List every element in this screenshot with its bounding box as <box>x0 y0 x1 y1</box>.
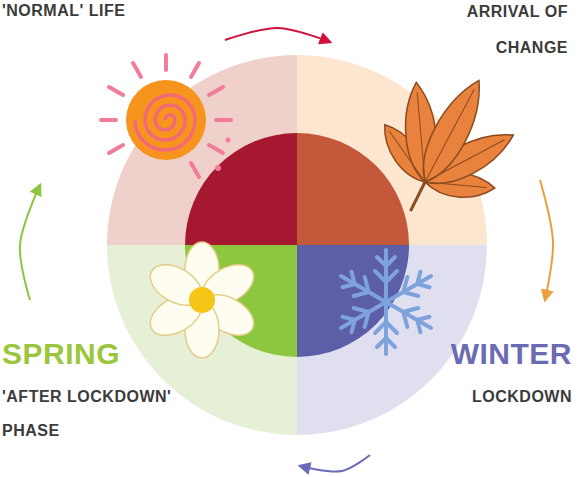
sun-icon <box>215 165 221 171</box>
leaf-icon <box>389 89 504 187</box>
summer-label: 'NORMAL' LIFE <box>0 0 225 185</box>
sun-icon <box>101 118 116 122</box>
outer-ring <box>107 55 487 435</box>
node-caption: 'AFTER LOCKDOWN' PHASE <box>2 380 212 448</box>
node-heading: WINTER <box>372 336 572 372</box>
sun-icon <box>101 55 231 177</box>
leaf-icon <box>425 182 487 187</box>
sun-icon <box>101 55 231 177</box>
inner-quadrants <box>297 245 409 357</box>
cycle-arrow <box>540 180 553 300</box>
node-heading: ARRIVAL OF CHANGE <box>418 0 568 66</box>
leaf-icon <box>411 182 425 210</box>
snowflake-icon <box>335 250 436 354</box>
leaf-icon <box>425 140 504 182</box>
sun-icon <box>209 87 223 95</box>
sun-icon <box>135 95 195 150</box>
node-heading: 'NORMAL' LIFE <box>2 0 202 28</box>
leaf-icon <box>375 73 520 210</box>
spring-label: SPRING 'AFTER LOCKDOWN' PHASE <box>0 300 300 470</box>
leaf-icon <box>425 89 474 182</box>
snowflake-icon <box>375 250 397 302</box>
leaf-icon <box>410 73 493 190</box>
sun-icon <box>126 80 206 160</box>
sun-icon <box>191 163 199 177</box>
sun-icon <box>216 118 231 122</box>
node-caption: LOCKDOWN <box>372 380 572 414</box>
inner-quadrants <box>185 133 297 245</box>
sun-icon <box>109 87 123 95</box>
flower-icon <box>143 242 260 358</box>
sun-icon <box>226 138 231 143</box>
winter-label: WINTER LOCKDOWN <box>370 300 574 470</box>
node-heading: SPRING <box>2 336 222 372</box>
sun-icon <box>133 63 141 77</box>
cycle-arrow <box>225 28 330 42</box>
flower-icon <box>143 242 260 358</box>
snowflake-icon <box>375 302 397 354</box>
sun-icon <box>209 145 223 153</box>
sun-icon <box>109 145 123 153</box>
inner-quadrants <box>185 133 409 357</box>
flower-icon <box>189 287 215 313</box>
sun-icon <box>164 55 168 70</box>
cycle-arrow <box>20 185 40 300</box>
leaf-icon <box>417 92 425 182</box>
leaf-icon <box>375 73 520 200</box>
snowflake-icon <box>381 292 437 337</box>
outer-ring <box>107 55 297 245</box>
sun-icon <box>191 63 199 77</box>
cycle-arrow <box>300 455 370 472</box>
autumn-label: ARRIVAL OF CHANGE <box>330 0 572 180</box>
leaf-icon <box>389 131 425 182</box>
snowflake-icon <box>335 266 391 311</box>
